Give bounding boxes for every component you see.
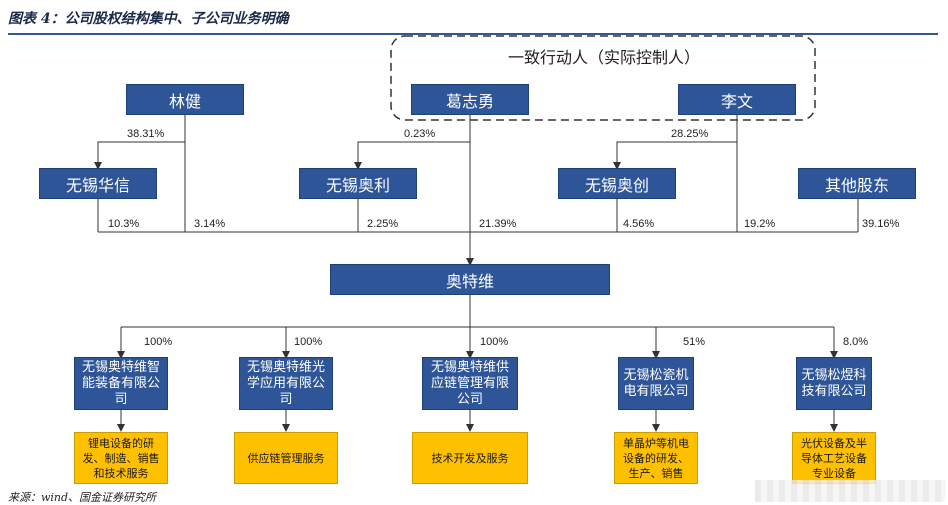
pct-li: 19.2% xyxy=(744,218,776,230)
service-2: 供应链管理服务 xyxy=(234,432,338,484)
subsidiary-2: 无锡奥特维光学应用有限公司 xyxy=(239,357,333,410)
control-group-label: 一致行动人（实际控制人） xyxy=(508,48,701,67)
service-1: 锂电设备的研发、制造、销售和技术服务 xyxy=(74,432,168,484)
subsidiary-5: 无锡松煜科技有限公司 xyxy=(796,357,872,410)
subsidiary-3: 无锡奥特维供应链管理有限公司 xyxy=(422,357,518,410)
title-divider xyxy=(8,33,938,35)
source-note: 来源：wind、国金证券研究所 xyxy=(8,491,157,504)
figure-title: 图表 4：公司股权结构集中、子公司业务明确 xyxy=(8,11,289,27)
service-3: 技术开发及服务 xyxy=(412,432,528,484)
company-aotewei: 奥特维 xyxy=(330,264,610,295)
subsidiary-4: 无锡松瓷机电有限公司 xyxy=(618,357,694,410)
pct-sub-2: 100% xyxy=(294,336,323,348)
pct-sub-5: 8.0% xyxy=(843,336,869,348)
shareholder-aoli: 无锡奥利 xyxy=(299,168,417,199)
shareholder-li: 李文 xyxy=(678,84,796,115)
shareholder-other: 其他股东 xyxy=(798,168,916,199)
shareholder-lin: 林健 xyxy=(126,84,244,115)
pct-huaxin: 10.3% xyxy=(108,218,140,230)
pct-aoli: 2.25% xyxy=(367,218,399,230)
pct-sub-3: 100% xyxy=(480,336,509,348)
service-4: 单晶炉等机电设备的研发、生产、销售 xyxy=(614,432,698,484)
pct-other: 39.16% xyxy=(862,218,900,230)
subsidiary-1: 无锡奥特维智能装备有限公司 xyxy=(74,357,168,410)
pct-sub-4: 51% xyxy=(683,336,706,348)
service-5: 光伏设备及半导体工艺设备专业设备 xyxy=(792,432,876,484)
pct-lin: 3.14% xyxy=(194,218,226,230)
shareholder-ge: 葛志勇 xyxy=(411,84,529,115)
pct-aochuang: 4.56% xyxy=(623,218,655,230)
shareholder-huaxin: 无锡华信 xyxy=(39,168,157,199)
pct-li-aochuang: 28.25% xyxy=(671,128,709,140)
watermark-blur xyxy=(755,480,945,502)
pct-lin-huaxin: 38.31% xyxy=(127,128,165,140)
pct-ge: 21.39% xyxy=(479,218,517,230)
pct-sub-1: 100% xyxy=(144,336,173,348)
shareholder-aochuang: 无锡奥创 xyxy=(558,168,676,199)
pct-ge-aoli: 0.23% xyxy=(404,128,436,140)
